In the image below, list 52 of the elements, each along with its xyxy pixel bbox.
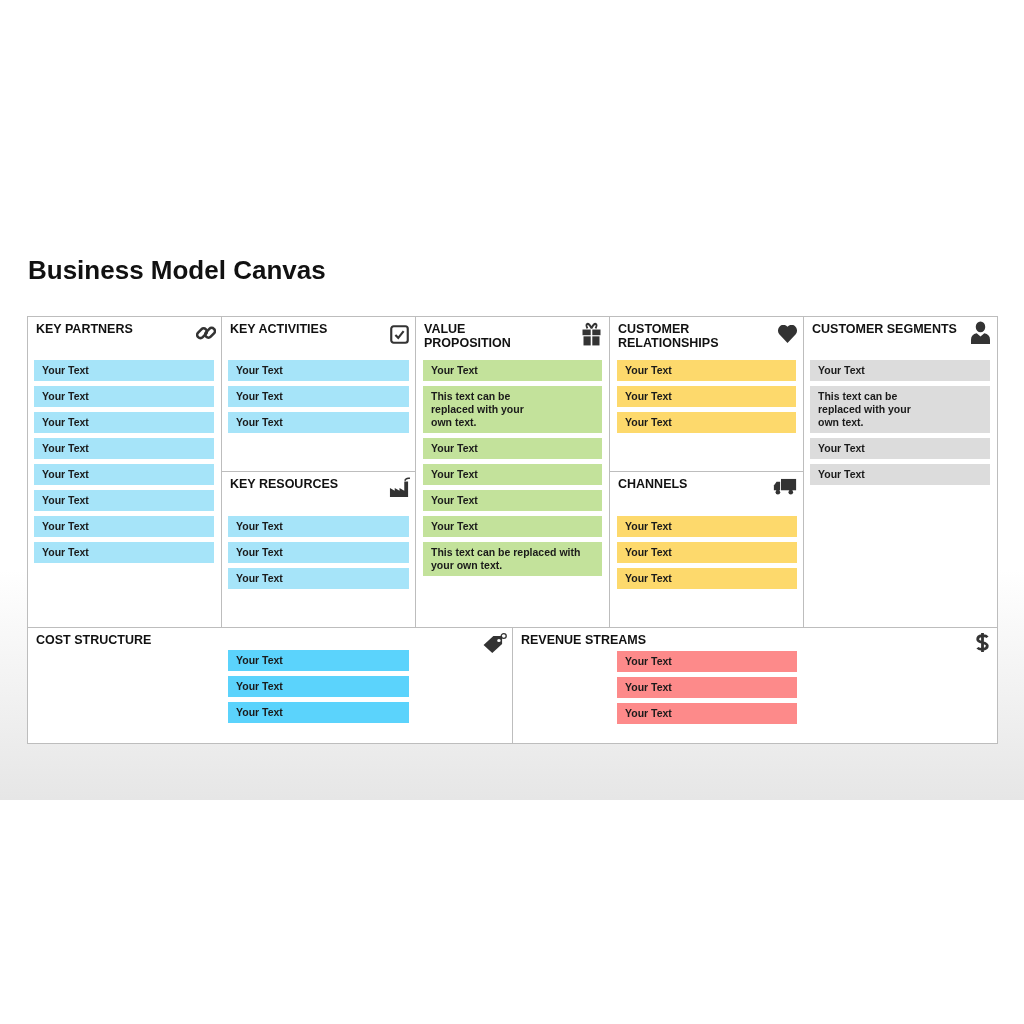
- note-bar: Your Text: [228, 386, 409, 407]
- canvas-section: [512, 627, 998, 744]
- canvas-section: [415, 316, 610, 628]
- title: Business Model Canvas: [28, 254, 326, 286]
- section-heading: KEY PARTNERS: [36, 322, 133, 336]
- note-bar: Your Text: [810, 360, 990, 381]
- note-bar: Your Text: [228, 650, 409, 671]
- note-bar: Your Text: [617, 412, 796, 433]
- note-bar: Your Text: [34, 464, 214, 485]
- note-bar: Your Text: [228, 360, 409, 381]
- note-bar: Your Text: [617, 703, 797, 724]
- note-bar: Your Text: [34, 542, 214, 563]
- note-bar: Your Text: [423, 490, 602, 511]
- note-bar: Your Text: [228, 568, 409, 589]
- note-bar: Your Text: [423, 464, 602, 485]
- note-bar: Your Text: [617, 516, 797, 537]
- note-bar: Your Text: [228, 412, 409, 433]
- note-bar: Your Text: [617, 360, 796, 381]
- section-heading: KEY RESOURCES: [230, 477, 339, 491]
- section-heading: REVENUE STREAMS: [521, 633, 647, 647]
- note-bar: Your Text: [617, 542, 797, 563]
- section-heading: CUSTOMER SEGMENTS: [812, 322, 957, 336]
- section-heading: CHANNELS: [618, 477, 688, 491]
- note-bar: Your Text: [34, 516, 214, 537]
- section-heading: VALUE PROPOSITION: [424, 322, 512, 350]
- note-bar: Your Text: [34, 412, 214, 433]
- note-bar: Your Text: [423, 438, 602, 459]
- note-bar: Your Text: [34, 438, 214, 459]
- note-bar: Your Text: [423, 360, 602, 381]
- note-bar: Your Text: [34, 386, 214, 407]
- note-bar: Your Text: [228, 542, 409, 563]
- note-bar: Your Text: [34, 360, 214, 381]
- note-bar: Your Text: [228, 516, 409, 537]
- section-heading: CUSTOMER RELATIONSHIPS: [618, 322, 720, 350]
- canvas-section: [27, 316, 222, 628]
- note-bar: This text can be replaced with your own text.: [423, 542, 602, 576]
- note-bar: Your Text: [34, 490, 214, 511]
- note-bar: Your Text: [617, 651, 797, 672]
- note-bar: Your Text: [617, 568, 797, 589]
- note-bar: Your Text: [617, 386, 796, 407]
- note-bar: This text can be replaced with your own text.: [810, 386, 990, 433]
- canvas-section: [27, 627, 513, 744]
- note-bar: Your Text: [617, 677, 797, 698]
- note-bar: Your Text: [810, 438, 990, 459]
- note-bar: This text can be replaced with your own text.: [423, 386, 602, 433]
- note-bar: Your Text: [228, 676, 409, 697]
- note-bar: Your Text: [228, 702, 409, 723]
- note-bar: Your Text: [423, 516, 602, 537]
- section-heading: KEY ACTIVITIES: [230, 322, 328, 336]
- section-heading: COST STRUCTURE: [36, 633, 152, 647]
- note-bar: Your Text: [810, 464, 990, 485]
- canvas-section: [803, 316, 998, 628]
